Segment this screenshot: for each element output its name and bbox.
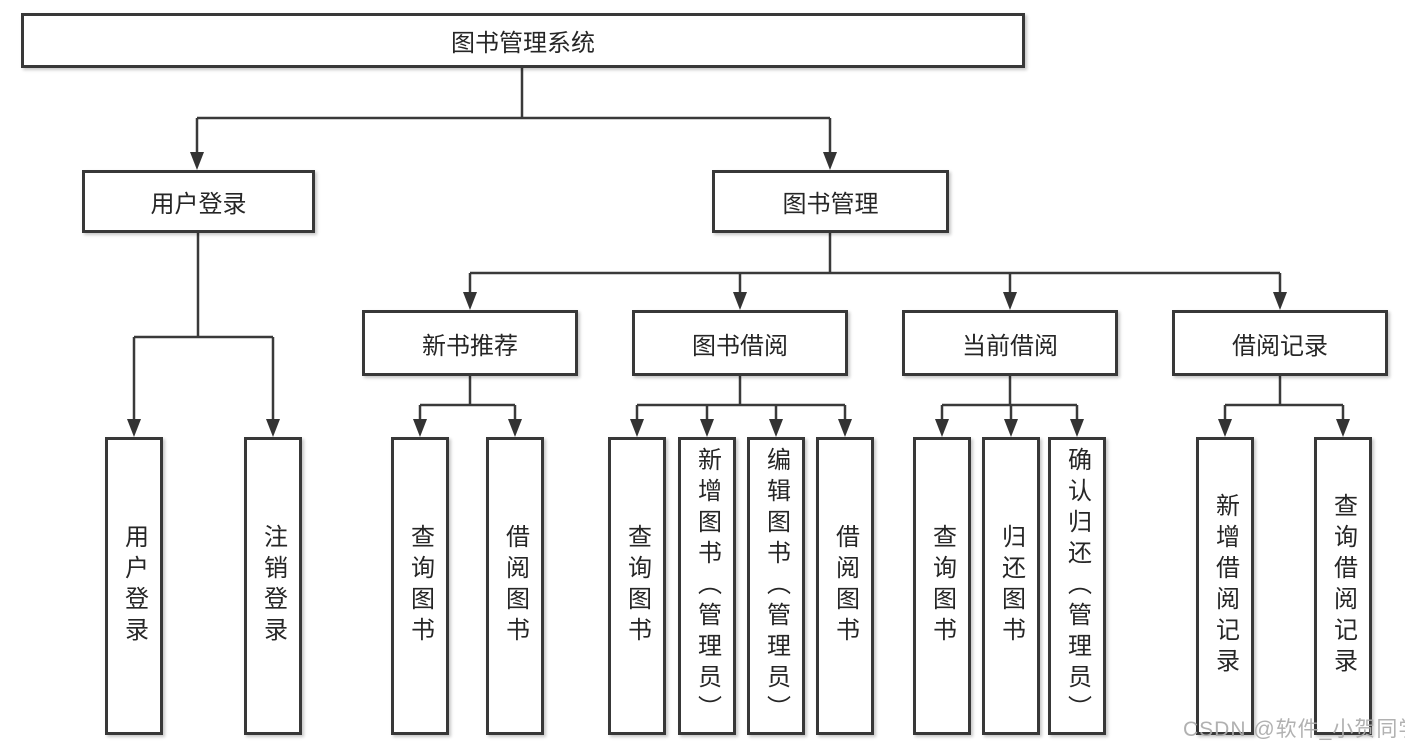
connector-book-borrow-to-leaves <box>630 376 852 437</box>
connector-book-mgmt-to-level3 <box>463 233 1287 310</box>
leaf-current-borrow-confirm: 确认归还（管理员） <box>1048 437 1106 735</box>
leaf-records-query: 查询借阅记录 <box>1314 437 1372 735</box>
watermark: CSDN @软件_小贺同学 <box>1183 718 1405 741</box>
leaf-new-books-query: 查询图书 <box>391 437 449 735</box>
connector-new-books-to-leaves <box>413 376 522 437</box>
leaf-new-books-borrow: 借阅图书 <box>486 437 544 735</box>
leaf-book-borrow-edit: 编辑图书（管理员） <box>747 437 805 735</box>
leaf-book-borrow-add: 新增图书（管理员） <box>678 437 736 735</box>
connector-user-login-to-leaves <box>127 233 280 437</box>
leaf-book-borrow-borrow: 借阅图书 <box>816 437 874 735</box>
leaf-logout: 注销登录 <box>244 437 302 735</box>
leaf-book-borrow-query: 查询图书 <box>608 437 666 735</box>
node-user-login: 用户登录 <box>82 170 315 233</box>
node-book-mgmt: 图书管理 <box>712 170 949 233</box>
connector-current-borrow-to-leaves <box>935 376 1084 437</box>
node-root: 图书管理系统 <box>21 13 1025 68</box>
node-borrow-records: 借阅记录 <box>1172 310 1388 376</box>
node-book-borrow: 图书借阅 <box>632 310 848 376</box>
connector-borrow-records-to-leaves <box>1218 376 1350 437</box>
leaf-records-add: 新增借阅记录 <box>1196 437 1254 735</box>
leaf-current-borrow-return: 归还图书 <box>982 437 1040 735</box>
connector-root-to-level2 <box>190 68 837 170</box>
node-current-borrow: 当前借阅 <box>902 310 1118 376</box>
leaf-user-login: 用户登录 <box>105 437 163 735</box>
node-new-books: 新书推荐 <box>362 310 578 376</box>
leaf-current-borrow-query: 查询图书 <box>913 437 971 735</box>
